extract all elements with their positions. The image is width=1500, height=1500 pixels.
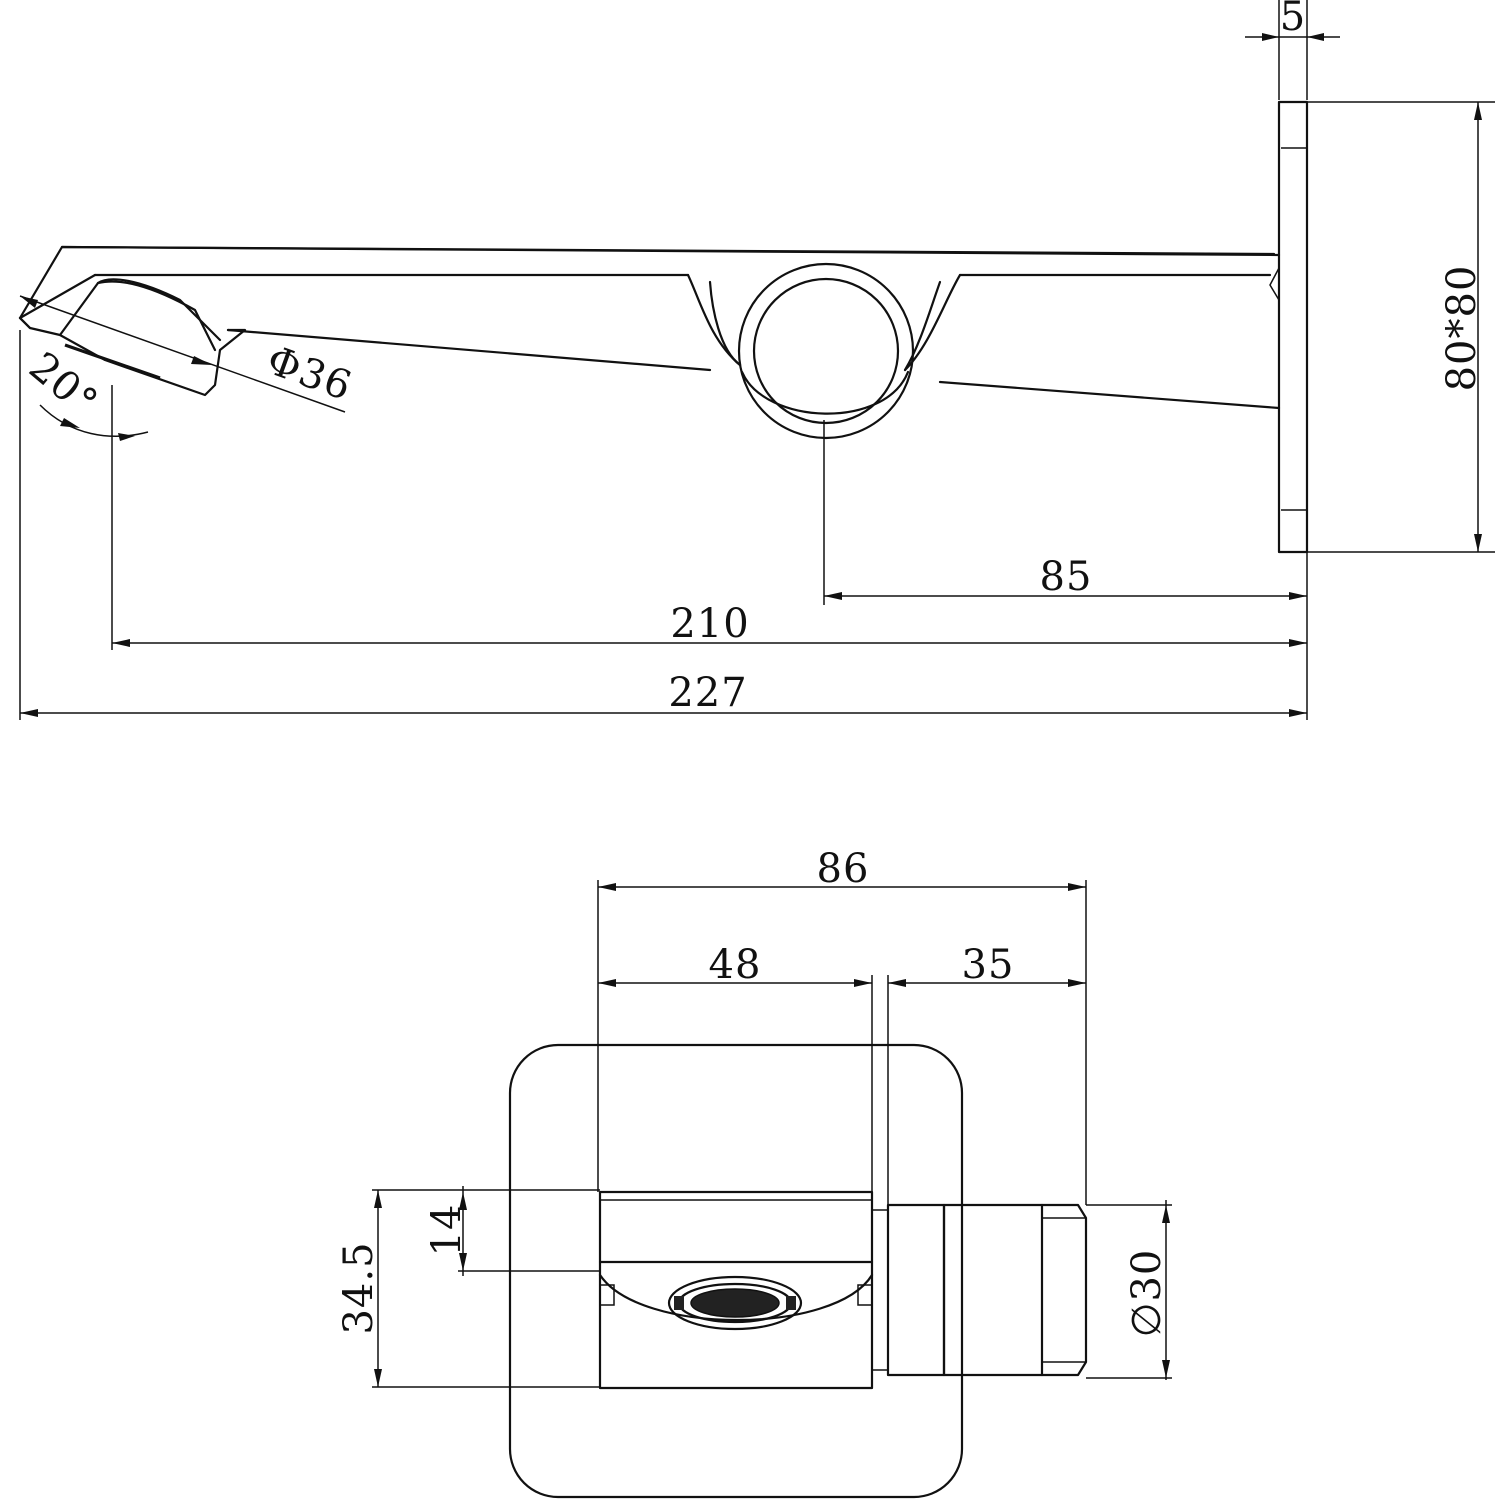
spout-body <box>18 245 1281 410</box>
connector <box>886 1203 1088 1377</box>
dim-label-outlet-height: 14 <box>424 1204 470 1257</box>
side-view: 5 80*80 Φ36 20° <box>18 0 1495 720</box>
dim-label-height-total: 34.5 <box>336 1241 382 1334</box>
dim-label-plate-thickness: 5 <box>1280 0 1306 40</box>
dim-total-length: 227 <box>20 670 1307 717</box>
dim-head-to-wall: 210 <box>112 601 1307 647</box>
dim-connector-depth: 35 <box>888 942 1086 988</box>
dim-label-overall-depth: 86 <box>817 846 870 892</box>
dim-connector-diameter: ∅30 <box>1086 1200 1172 1380</box>
dim-overall-depth: 86 <box>597 846 1087 1205</box>
dim-label-center-to-wall: 85 <box>1040 554 1093 600</box>
dim-label-body-depth: 48 <box>709 942 762 988</box>
dim-label-connector-depth: 35 <box>962 942 1015 988</box>
dim-label-connector-diameter: ∅30 <box>1124 1249 1170 1338</box>
handle-ring <box>737 262 915 440</box>
dim-height-total: 34.5 <box>336 1189 600 1388</box>
dim-outlet-height: 14 <box>424 1186 600 1276</box>
dim-plate-thickness: 5 <box>1245 0 1340 100</box>
aerator-outlet <box>667 1275 803 1331</box>
wall-plate <box>1277 100 1309 554</box>
shower-head <box>18 273 247 397</box>
dim-label-total-length: 227 <box>668 670 747 716</box>
dim-body-depth: 48 <box>598 942 889 1210</box>
dim-tilt-angle: 20° <box>19 330 149 720</box>
dim-label-head-to-wall: 210 <box>670 601 749 647</box>
dim-label-plate-size: 80*80 <box>1439 265 1485 392</box>
dim-plate-size: 80*80 <box>1307 101 1495 553</box>
front-view: 86 48 35 34.5 <box>336 846 1172 1499</box>
dim-center-to-wall: 85 <box>823 420 1308 720</box>
